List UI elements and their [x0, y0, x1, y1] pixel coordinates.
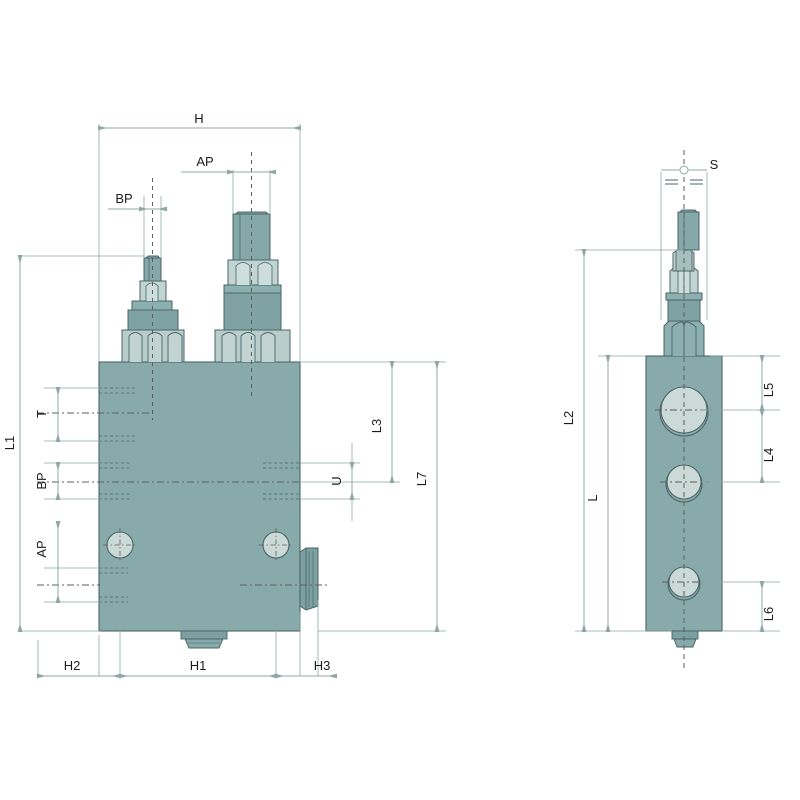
side-view: S L2 L L5 L4 L6 [561, 150, 780, 668]
dimension-L1-label: L1 [2, 436, 17, 450]
dimension-L5-label: L5 [761, 383, 776, 397]
front-valve-ap [214, 152, 291, 400]
dimension-U-label: U [329, 476, 344, 485]
front-left-extension-lines [20, 255, 145, 632]
across-flats-symbol-icon [679, 165, 689, 175]
dimension-H2-label: H2 [64, 658, 81, 673]
front-bottom-plug [180, 630, 228, 649]
dimension-L6: L6 [759, 581, 776, 632]
side-bottom-plug [671, 630, 699, 648]
dimension-S-label: S [710, 157, 719, 172]
dimension-H1-label: H1 [190, 658, 207, 673]
front-hidden-ports-left [99, 387, 135, 603]
dimension-L1: L1 [2, 255, 23, 632]
side-extension-lines [575, 172, 780, 632]
dimension-AP-top: AP [181, 154, 276, 175]
dimension-L6-label: L6 [761, 607, 776, 621]
dimension-L4: L4 [759, 409, 776, 483]
dimension-L7: L7 [414, 361, 440, 632]
dimension-BP-left: BP [34, 462, 61, 500]
front-extension-lines [37, 124, 319, 676]
front-body-block [98, 361, 301, 632]
dimension-T: T [34, 387, 61, 442]
front-mounting-hole-left [103, 528, 137, 562]
dimension-H3-label: H3 [314, 658, 331, 673]
front-view: H AP BP L1 T BP [2, 111, 446, 679]
dimension-H1: H1 [119, 658, 277, 679]
dimension-L4-label: L4 [761, 448, 776, 462]
front-side-port [299, 547, 319, 611]
dimension-T-label: T [34, 410, 49, 418]
dimension-U: U [329, 443, 355, 521]
dimension-bottom-row: H2 H1 H3 [37, 658, 337, 679]
side-valve-assembly [663, 209, 705, 357]
dimension-L5: L5 [759, 355, 776, 411]
front-valve-bp [121, 178, 185, 420]
dimension-L3: L3 [369, 361, 395, 483]
front-mounting-hole-right [259, 528, 293, 562]
dimension-L3-label: L3 [369, 419, 384, 433]
dimension-S: S [661, 157, 719, 185]
dimension-L2: L2 [561, 249, 587, 632]
dimension-L: L [585, 355, 611, 632]
dimension-AP-left: AP [34, 521, 61, 603]
dimension-BP-left-label: BP [34, 472, 49, 489]
dimension-L7-label: L7 [414, 472, 429, 486]
dimension-H: H [98, 111, 301, 131]
dimension-H3: H3 [275, 658, 337, 679]
dimension-AP-top-label: AP [196, 154, 213, 169]
dimension-BP-top-label: BP [115, 191, 132, 206]
dimension-L2-label: L2 [561, 411, 576, 425]
dimension-H2: H2 [37, 658, 121, 679]
dimension-BP-top: BP [108, 191, 167, 212]
dimension-H-label: H [194, 111, 203, 126]
front-hidden-ports-right [263, 462, 300, 500]
dimension-L-label: L [585, 494, 600, 501]
dimension-AP-left-label: AP [34, 540, 49, 557]
